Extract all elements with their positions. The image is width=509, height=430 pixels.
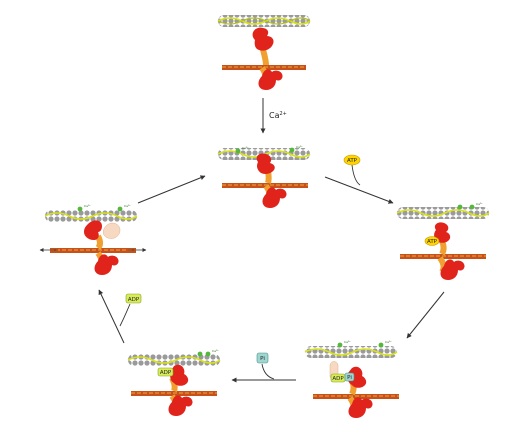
svg-text:Pi: Pi xyxy=(347,375,352,381)
calcium-small-label: Ca²⁺ xyxy=(344,340,351,344)
calcium-small-label: Ca²⁺ xyxy=(385,340,392,344)
troponin-icon xyxy=(469,204,475,210)
arrow-hydrolysis xyxy=(406,291,445,339)
svg-text:ADP: ADP xyxy=(128,297,140,303)
adp-chip: ADP xyxy=(125,293,142,304)
troponin-icon xyxy=(235,148,241,154)
thick-filament xyxy=(222,183,308,188)
arrow-detach-rebind xyxy=(137,175,206,204)
thick-filament xyxy=(400,254,486,259)
calcium-label: Ca2+ xyxy=(269,111,287,120)
atp-chip: ATP xyxy=(424,236,440,246)
actin-filament xyxy=(217,15,311,27)
svg-text:ATP: ATP xyxy=(427,239,438,245)
calcium-small-label: Ca²⁺ xyxy=(84,204,91,208)
calcium-small-label: Ca²⁺ xyxy=(212,349,219,353)
actin-filament: Ca²⁺ Ca²⁺ xyxy=(44,204,138,222)
state-3-atp-bound: Ca²⁺ ATP xyxy=(396,202,490,280)
calcium-small-label: Ca²⁺ xyxy=(242,146,249,150)
troponin-icon xyxy=(197,351,203,357)
myosin-rest-icon xyxy=(252,27,283,90)
troponin-icon xyxy=(117,206,123,212)
pi-chip: Pi xyxy=(256,352,269,364)
actin-filament: Ca²⁺ xyxy=(127,349,221,366)
state-2-calcium-bound: Ca²⁺ Ca²⁺ xyxy=(217,145,311,208)
actin-filament: Ca²⁺ xyxy=(396,202,490,219)
state-6-power-stroke: Ca²⁺ Ca²⁺ xyxy=(39,204,147,275)
adp-pi-bound-icon: ADP Pi xyxy=(329,361,373,418)
arrow-adp-release: ADP xyxy=(98,289,142,344)
troponin-icon xyxy=(457,204,463,210)
arrow-atp-binding: ATP xyxy=(324,154,394,204)
troponin-icon xyxy=(289,147,295,153)
svg-text:ATP: ATP xyxy=(347,158,358,164)
calcium-small-label: Ca²⁺ xyxy=(296,145,303,149)
atp-chip: ATP xyxy=(343,154,361,166)
actin-filament: Ca²⁺ Ca²⁺ xyxy=(304,340,398,358)
calcium-small-label: Ca²⁺ xyxy=(476,202,483,206)
pi-chip: Pi xyxy=(344,372,355,382)
arrow-calcium-binding: Ca2+ xyxy=(260,98,287,134)
troponin-icon xyxy=(77,206,83,212)
state-1-resting xyxy=(217,15,311,90)
power-stroke-icon xyxy=(84,220,121,275)
thick-filament xyxy=(39,248,147,253)
state-5-adp-bound: Ca²⁺ ADP xyxy=(127,349,221,416)
calcium-small-label: Ca²⁺ xyxy=(124,204,131,208)
adp-bound-icon: ADP xyxy=(157,364,193,416)
svg-text:ADP: ADP xyxy=(332,376,344,382)
calcium-bound-icon xyxy=(256,153,287,208)
troponin-icon xyxy=(205,351,211,357)
thick-filament xyxy=(131,391,217,396)
adp-chip: ADP xyxy=(330,373,346,383)
adp-chip: ADP xyxy=(157,367,174,377)
arrow-pi-release: Pi xyxy=(231,352,296,383)
svg-text:Pi: Pi xyxy=(260,356,265,362)
svg-text:ADP: ADP xyxy=(160,370,172,376)
thick-filament xyxy=(313,394,399,399)
troponin-icon xyxy=(337,342,343,348)
troponin-icon xyxy=(378,342,384,348)
atp-bound-icon: ATP xyxy=(424,222,465,280)
state-4-adp-pi-bound: Ca²⁺ Ca²⁺ ADP Pi xyxy=(304,340,399,418)
